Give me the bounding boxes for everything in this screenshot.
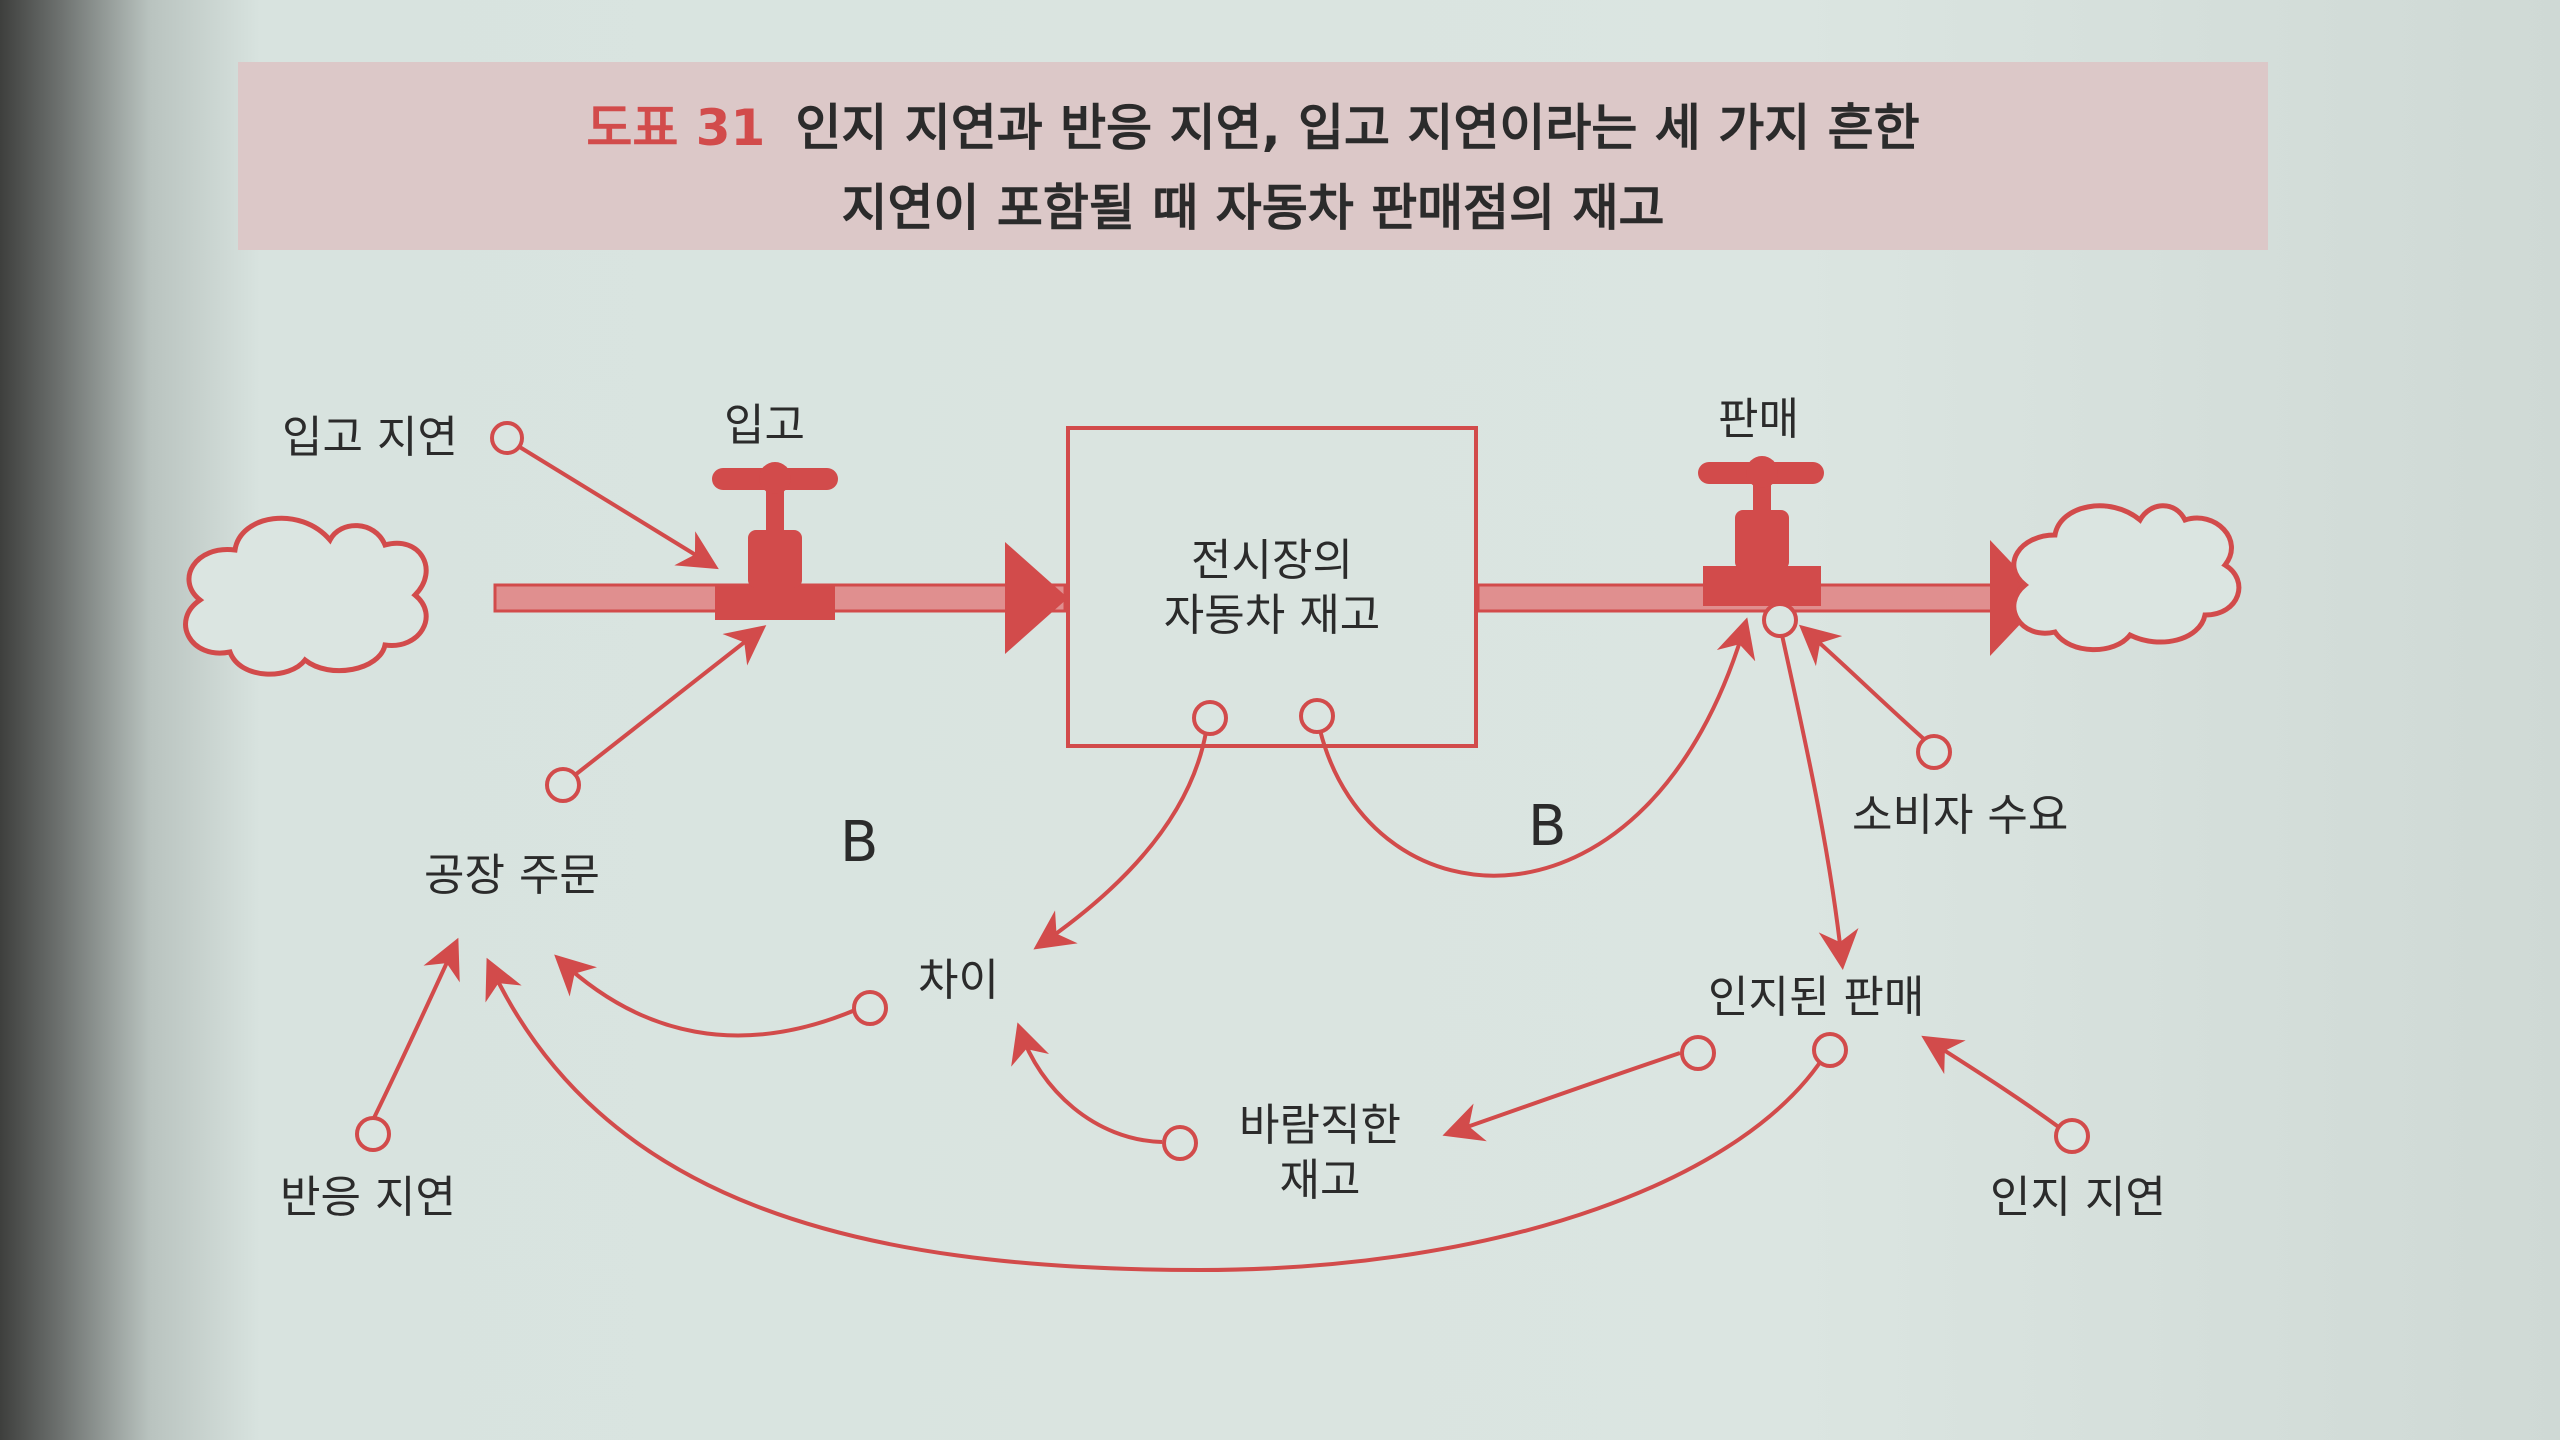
link-inflow-delay-to-inflow xyxy=(516,444,719,570)
outflow-label: 판매 xyxy=(1718,394,1799,445)
outflow-valve-icon xyxy=(1698,456,1824,606)
factory-orders-circle xyxy=(545,767,581,803)
sink-cloud-icon xyxy=(2011,503,2242,653)
link-response-delay-to-factory-orders xyxy=(370,937,460,1123)
link-stock-to-outflow xyxy=(1318,617,1756,878)
response-delay-circle xyxy=(355,1116,391,1152)
link-perceived-sales-to-factory-orders xyxy=(485,957,1830,1273)
gap-circle xyxy=(852,990,888,1026)
link-stock-to-gap xyxy=(1033,731,1208,950)
gap-label: 차이 xyxy=(918,955,999,1006)
stock-label-line-1: 전시장의 xyxy=(1191,535,1353,586)
figure-title-line-1: 도표 31 인지 지연과 반응 지연, 입고 지연이라는 세 가지 흔한 xyxy=(238,88,2268,160)
desired-inventory-label-line-2: 재고 xyxy=(1279,1155,1361,1206)
link-perception-delay-to-perceived-sales xyxy=(1921,1035,2062,1130)
source-cloud-icon xyxy=(183,515,429,677)
inflow-delay-label: 입고 지연 xyxy=(282,412,458,463)
link-outflow-to-perceived-sales xyxy=(1780,634,1859,970)
link-perceived-sales-to-desired-inventory xyxy=(1442,1051,1681,1142)
desired-inventory-label-line-1: 바람직한 xyxy=(1239,1100,1401,1151)
inflow-valve-icon xyxy=(712,462,838,620)
link-factory-orders-to-inflow xyxy=(573,625,767,777)
inflow-delay-circle xyxy=(490,421,524,455)
perceived-sales-circle-right xyxy=(1812,1032,1848,1068)
inflow-pipe-arrowhead xyxy=(1005,542,1068,654)
stock-label: 전시장의 자동차 재고 xyxy=(1068,533,1476,643)
stock-label-line-2: 자동차 재고 xyxy=(1163,590,1381,641)
link-consumer-demand-to-outflow xyxy=(1798,624,1927,742)
figure-title-text-1: 인지 지연과 반응 지연, 입고 지연이라는 세 가지 흔한 xyxy=(795,99,1920,157)
figure-number: 도표 31 xyxy=(586,99,766,157)
link-gap-to-factory-orders xyxy=(554,954,861,1038)
consumer-demand-circle xyxy=(1916,734,1952,770)
desired-inventory-circle xyxy=(1162,1125,1198,1161)
loop-left-label: B xyxy=(840,810,879,875)
title-band xyxy=(238,62,2268,250)
desired-inventory-label: 바람직한 재고 xyxy=(1210,1098,1430,1208)
perception-delay-label: 인지 지연 xyxy=(1990,1172,2166,1223)
perceived-sales-circle-left xyxy=(1680,1035,1716,1071)
factory-orders-label: 공장 주문 xyxy=(424,850,600,901)
outflow-circle xyxy=(1762,602,1798,638)
consumer-demand-label: 소비자 수요 xyxy=(1852,790,2069,841)
perception-delay-circle xyxy=(2054,1118,2090,1154)
stock-box xyxy=(1066,426,1478,748)
figure-title-line-2: 지연이 포함될 때 자동차 판매점의 재고 xyxy=(841,179,1665,237)
link-desired-inventory-to-gap xyxy=(1011,1022,1163,1144)
inflow-label: 입고 xyxy=(724,400,805,451)
response-delay-label: 반응 지연 xyxy=(280,1172,456,1223)
perceived-sales-label: 인지된 판매 xyxy=(1708,972,1925,1023)
stock-circle-right xyxy=(1299,698,1335,734)
loop-right-label: B xyxy=(1528,794,1567,859)
stock-circle-left xyxy=(1192,700,1228,736)
